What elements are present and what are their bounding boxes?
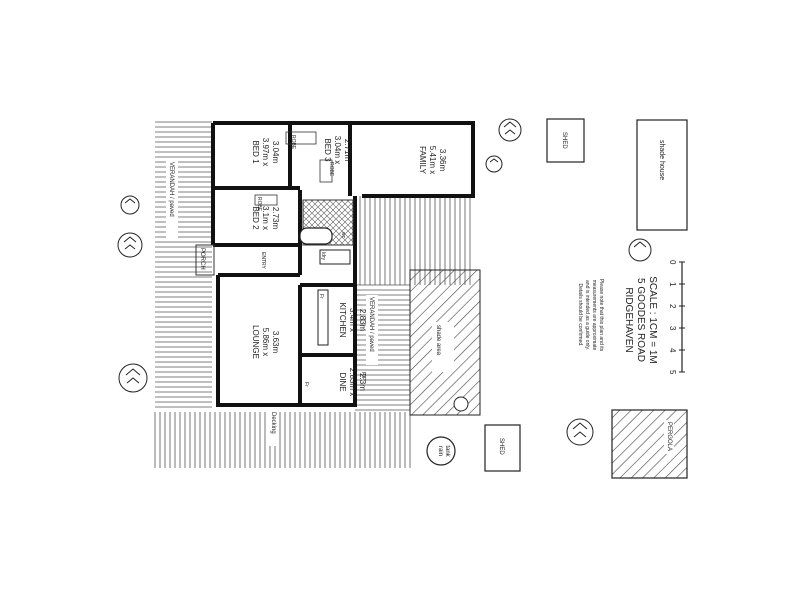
room-bed1: BED 1 3.97m x 3.04m <box>251 138 280 166</box>
tree-icon <box>120 195 140 215</box>
room-name: FAMILY <box>418 146 427 175</box>
svg-text:measurements are approximate: measurements are approximate <box>591 280 597 351</box>
laundry-fixture <box>319 249 351 265</box>
room-dims: 3.04m <box>271 141 280 164</box>
scale-tick-label: 4 <box>668 348 677 353</box>
room-name: DINE <box>338 372 347 391</box>
room-family: FAMILY 5.41m x 3.36m <box>418 146 447 175</box>
room-dims: 3.4m x <box>348 308 357 332</box>
room-name: LOUNGE <box>251 325 260 359</box>
tree-icon <box>117 232 143 258</box>
tree-icon <box>485 155 503 173</box>
room-dims: 3.36m <box>438 149 447 172</box>
shed-bottom-label: SHED <box>498 438 504 455</box>
room-dims: 2.83m <box>358 309 367 332</box>
rain-tank-label: rain tank <box>437 445 450 457</box>
shed-top <box>546 118 585 163</box>
room-dims: 3.97m x <box>261 138 270 166</box>
room-dims: 5.41m x <box>428 146 437 174</box>
decking-label: Decking <box>270 412 276 434</box>
verandah-left-label-bg <box>166 160 178 238</box>
fridge-label: Fr <box>303 382 309 387</box>
svg-text:Details should be confirmed.: Details should be confirmed. <box>577 283 583 346</box>
room-dims: 2.83m x <box>348 368 357 396</box>
robe-label: ROBE <box>290 135 296 150</box>
address-line1: 5 GOODES ROAD <box>635 278 646 362</box>
disclaimer: Please note that this plan and its measu… <box>577 279 604 352</box>
shade-area-label-bg <box>432 322 454 372</box>
tree-icon <box>498 118 522 142</box>
scale-tick-label: 5 <box>668 370 677 375</box>
shed-bottom <box>484 424 521 472</box>
tree-icon <box>118 363 148 393</box>
entry-label: ENTRY <box>260 252 266 270</box>
kitchen-bench <box>317 289 329 346</box>
robe-label: ROBE <box>256 197 262 212</box>
scale-tick-label: 3 <box>668 326 677 331</box>
tree-icon <box>566 418 594 446</box>
rain-tank <box>426 436 456 466</box>
room-bed2: BED 2 3.1m x 2.73m <box>251 206 280 230</box>
verandah-right-label-bg <box>366 295 378 365</box>
porch-steps <box>195 244 215 276</box>
tree-icon <box>453 396 469 412</box>
robe-bed2 <box>254 194 278 206</box>
room-dims: 2.73m <box>271 207 280 230</box>
verandah-right-label: VERANDAH / paved <box>368 297 374 352</box>
laundry-label: ldry <box>320 252 326 261</box>
decking-bottom <box>154 412 411 468</box>
svg-text:and is intended as a guide onl: and is intended as a guide only. <box>584 280 590 350</box>
pergola-label-bg <box>664 420 674 454</box>
pergola-label: PERGOLA <box>666 422 672 451</box>
shed-top-label: SHED <box>561 132 567 149</box>
verandah-right-decking <box>355 196 471 411</box>
porch-label: PORCH <box>199 248 205 270</box>
decking-label-bg <box>268 410 278 446</box>
verandah-left-decking <box>155 121 212 408</box>
scale-tick-label: 0 <box>668 260 677 265</box>
room-dims: 2.3m <box>358 373 367 391</box>
svg-text:tank: tank <box>444 445 450 457</box>
address-line2: RIDGEHAVEN <box>623 287 634 352</box>
shade-house-label: shade house <box>658 140 665 180</box>
shade-house <box>636 119 688 231</box>
house-walls <box>211 121 475 407</box>
room-bed3: BED 3 3.04m x 2.71m <box>323 136 352 164</box>
room-dims: 3.04m x <box>333 136 342 164</box>
room-dine: DINE 2.83m x 2.3m <box>338 368 367 396</box>
bath-tub <box>299 227 333 245</box>
svg-text:Please note that this plan and: Please note that this plan and its <box>598 279 604 352</box>
robe-bed3 <box>319 159 333 183</box>
scale-title: SCALE : 1CM = 1M <box>647 276 658 364</box>
wc-label: wc <box>340 232 346 239</box>
scale-bar: 0 1 2 3 4 5 <box>668 260 685 375</box>
robe-bed1 <box>285 131 317 145</box>
room-name: KITCHEN <box>338 302 347 337</box>
room-dims: 3.1m x <box>261 206 270 230</box>
tree-icon <box>628 238 652 262</box>
scale-tick-label: 2 <box>668 304 677 309</box>
fridge-label: Fr <box>318 294 324 299</box>
room-dims: 3.63m <box>271 331 280 354</box>
robe-label: ROBE <box>328 162 334 177</box>
room-dims: 2.71m <box>343 139 352 162</box>
scale-tick-label: 1 <box>668 282 677 287</box>
room-lounge: LOUNGE 5.86m x 3.63m <box>251 325 280 359</box>
pergola <box>611 409 688 479</box>
room-name: BED 3 <box>323 138 332 162</box>
shade-area-label: shade area <box>435 325 441 356</box>
title-block: SCALE : 1CM = 1M 5 GOODES ROAD RIDGEHAVE… <box>623 276 658 364</box>
room-dims: 5.86m x <box>261 328 270 356</box>
room-kitchen: KITCHEN 3.4m x 2.83m <box>338 302 367 337</box>
svg-text:rain: rain <box>437 446 443 456</box>
room-name: BED 2 <box>251 206 260 230</box>
verandah-left-label: VERANDAH / paved <box>168 162 174 217</box>
room-name: BED 1 <box>251 140 260 164</box>
rp-label: R.P <box>360 372 366 381</box>
